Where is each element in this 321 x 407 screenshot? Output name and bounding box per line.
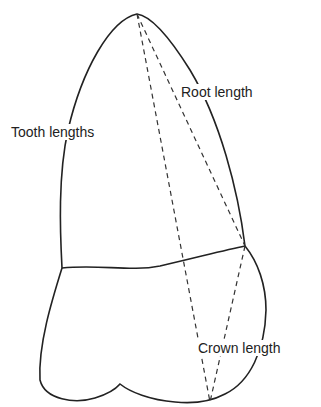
crown-length-line <box>210 246 245 402</box>
cej-line <box>62 246 245 268</box>
root-length-line <box>137 14 245 246</box>
part-label: Tooth lengths <box>10 124 95 140</box>
part-label: Root length <box>180 84 254 100</box>
part-label: Crown length <box>197 340 282 356</box>
